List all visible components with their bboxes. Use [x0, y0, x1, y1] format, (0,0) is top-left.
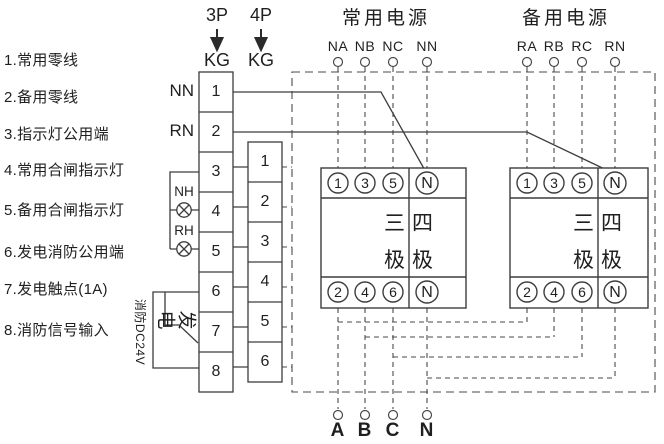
- row-label-rn: RN: [169, 121, 194, 140]
- kg3p-cell-2: 2: [211, 123, 221, 140]
- breaker-backup-top-5: 5: [578, 175, 586, 191]
- breaker-main-bot-4: 4: [361, 284, 369, 300]
- breaker-backup-top-3: 3: [550, 175, 558, 191]
- breaker-backup-bot-4: 4: [550, 284, 558, 300]
- lamp-label-nh: NH: [174, 184, 194, 199]
- kg4p-cell-1: 1: [260, 153, 270, 170]
- legend-item-3: 3.指示灯公用端: [4, 126, 109, 143]
- kg3p-cell-6: 6: [211, 283, 221, 300]
- arrow-down-icon-3p: [209, 29, 225, 53]
- backup-power-title: 备用电源: [521, 8, 610, 29]
- terminal-rc: RC: [571, 38, 593, 54]
- kg4p-ticks: [282, 166, 292, 368]
- legend-item-6: 6.发电消防公用端: [4, 244, 125, 261]
- main-power-title: 常用电源: [341, 8, 430, 29]
- legend-item-4: 4.常用合闸指示灯: [4, 162, 125, 179]
- breaker-main-bot-n: N: [421, 284, 433, 301]
- breaker-main-top-3: 3: [361, 175, 369, 191]
- breaker-backup-three-pole: 三极: [573, 212, 594, 272]
- kg-4p-grid: [247, 141, 283, 383]
- kg3p-cell-5: 5: [211, 243, 221, 260]
- lamp-nh-icon: [176, 202, 192, 218]
- output-terminal-circles: [332, 409, 433, 421]
- lamp-label-rh: RH: [174, 223, 194, 238]
- fire-dc24v-label: 消防DC24V: [133, 298, 147, 366]
- input-terminal-circles: [332, 56, 621, 68]
- kg3p-cell-7: 7: [211, 323, 221, 340]
- kg4p-cell-6: 6: [260, 353, 270, 370]
- kg3p-cell-8: 8: [211, 363, 221, 380]
- backup-output-stubs: [526, 308, 616, 378]
- terminal-na: NA: [327, 38, 349, 54]
- breaker-backup-bot-2: 2: [523, 284, 531, 300]
- pole-count-4p: 4P: [249, 5, 273, 25]
- generator-label: 发电: [155, 307, 197, 329]
- breaker-main-bot-6: 6: [389, 284, 397, 300]
- breaker-main-top-5: 5: [389, 175, 397, 191]
- output-terminal-c: C: [385, 420, 401, 441]
- kg3p-cell-3: 3: [211, 163, 221, 180]
- breaker-backup-top-1: 1: [523, 175, 531, 191]
- solid-wires: [152, 71, 616, 393]
- kg3p-cell-4: 4: [211, 203, 221, 220]
- kg4p-cell-4: 4: [260, 273, 270, 290]
- breaker-backup-bot-n: N: [609, 284, 621, 301]
- breaker-backup-four-pole: 四极: [601, 212, 622, 272]
- arrow-down-icon-4p: [253, 29, 269, 53]
- breaker-main-terminals: [327, 171, 439, 304]
- breaker-backup-bot-6: 6: [578, 284, 586, 300]
- dashed-wires: [282, 67, 616, 409]
- breaker-main-four-pole: 四极: [412, 212, 433, 272]
- indicator-lamp-circuit: [169, 171, 199, 257]
- breaker-main-three-pole: 三极: [384, 212, 405, 272]
- rn-wire: [233, 131, 616, 175]
- inter-column-connectors: [233, 166, 248, 368]
- legend-item-2: 2.备用零线: [4, 89, 79, 106]
- terminal-ra: RA: [516, 38, 538, 54]
- kg-4p-label: KG: [247, 50, 274, 70]
- breaker-main-top-n: N: [421, 175, 433, 192]
- breaker-main-box: [320, 167, 467, 309]
- terminal-rb: RB: [543, 38, 565, 54]
- backup-power-drops: [526, 67, 616, 170]
- breaker-backup-box: [509, 167, 649, 309]
- row-label-nn: NN: [169, 81, 194, 100]
- legend-item-7: 7.发电触点(1A): [4, 281, 108, 298]
- terminal-nn: NN: [416, 38, 438, 54]
- legend-item-1: 1.常用零线: [4, 52, 79, 69]
- backup-output-links: [338, 321, 615, 379]
- output-terminal-b: B: [357, 420, 373, 441]
- kg-3p-grid: [198, 71, 234, 393]
- kg4p-cell-5: 5: [260, 313, 270, 330]
- kg4p-cell-2: 2: [260, 193, 270, 210]
- kg3p-cell-1: 1: [211, 83, 221, 100]
- output-terminal-a: A: [330, 420, 346, 441]
- nn-wire: [233, 91, 428, 175]
- kg-3p-label: KG: [203, 50, 230, 70]
- legend-item-5: 5.备用合闸指示灯: [4, 202, 125, 219]
- breaker-backup-top-n: N: [609, 175, 621, 192]
- breaker-main-bot-2: 2: [334, 284, 342, 300]
- breaker-backup-terminals: [516, 171, 627, 304]
- breaker-main-top-1: 1: [334, 175, 342, 191]
- legend-item-8: 8.消防信号输入: [4, 322, 109, 339]
- output-drops: [337, 308, 428, 409]
- terminal-nc: NC: [382, 38, 404, 54]
- kg4p-cell-3: 3: [260, 233, 270, 250]
- output-terminal-n: N: [419, 420, 435, 441]
- pole-count-3p: 3P: [205, 5, 229, 25]
- dashed-enclosure: [291, 71, 656, 393]
- lamp-rh-icon: [176, 241, 192, 257]
- terminal-nb: NB: [354, 38, 376, 54]
- terminal-rn: RN: [604, 38, 626, 54]
- main-power-drops: [337, 67, 428, 170]
- generator-contact-switch: [164, 291, 199, 344]
- fire-signal-bracket: [152, 291, 199, 369]
